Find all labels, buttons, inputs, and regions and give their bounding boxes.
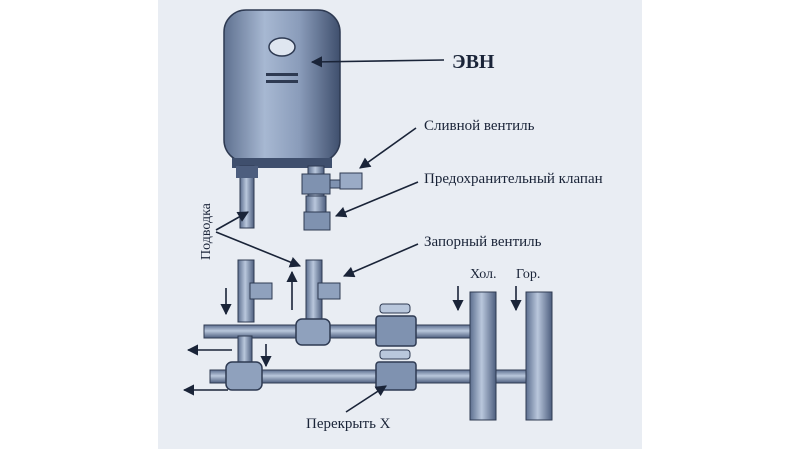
hot-label: Гор. (516, 267, 540, 282)
risers (469, 291, 553, 421)
main-pipes (203, 303, 541, 391)
cold-label: Хол. (470, 267, 497, 282)
thermostat-dial-icon (268, 37, 296, 57)
close-x-label: Перекрыть Х (306, 416, 391, 432)
tank-outlets (236, 165, 363, 231)
supply-label: Подводка (199, 202, 214, 260)
drain-valve-label: Сливной вентиль (424, 118, 535, 134)
leader-lines (215, 56, 445, 413)
flow-arrows (182, 270, 522, 396)
hot-tee-fitting (225, 361, 263, 391)
heater-label: ЭВН (452, 51, 495, 73)
cold-tee-fitting (295, 318, 331, 346)
water-heater-tank (223, 9, 341, 168)
hot-riser (525, 291, 553, 421)
safety-valve-label: Предохранительный клапан (424, 171, 603, 187)
shutoff-valves (237, 259, 341, 323)
cold-shutoff-valve (375, 315, 417, 347)
safety-valve-body (303, 211, 331, 231)
bypass-shutoff-valve (375, 361, 417, 391)
cold-riser (469, 291, 497, 421)
shutoff-valve-label: Запорный вентиль (424, 234, 542, 250)
